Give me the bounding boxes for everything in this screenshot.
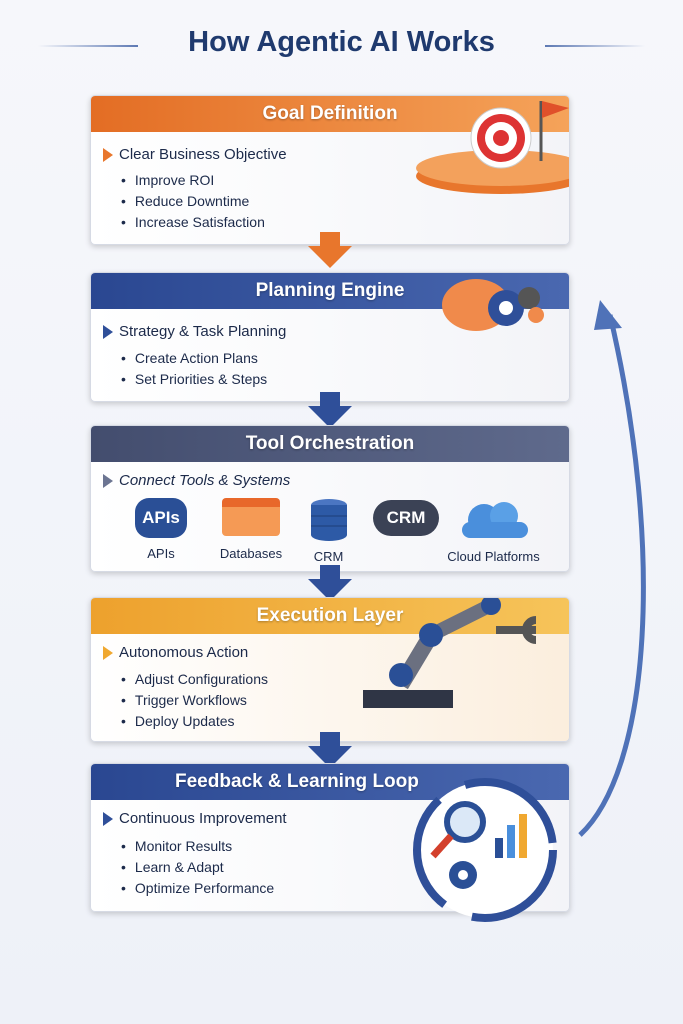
list-item: Learn & Adapt — [121, 857, 274, 878]
title-rule-left — [38, 45, 138, 47]
analytics-loop-icon — [413, 778, 557, 922]
stage-planning-engine: Planning Engine Strategy & Task Planning… — [90, 272, 570, 402]
database-icon — [310, 499, 347, 541]
tool-cloud-platforms: Cloud Platforms — [441, 498, 546, 564]
tool-crm: CRM — [301, 498, 356, 564]
tool-apis: APIs APIs — [131, 498, 191, 561]
stage-subtitle: Continuous Improvement — [103, 810, 287, 827]
subtitle-text: Clear Business Objective — [119, 146, 287, 163]
arrow-down-icon — [308, 732, 352, 768]
arrow-down-icon — [308, 565, 352, 601]
triangle-icon — [103, 645, 113, 660]
list-item: Set Priorities & Steps — [121, 369, 267, 390]
tool-label: Cloud Platforms — [447, 549, 540, 564]
brain-gears-icon — [442, 279, 544, 331]
feedback-return-arrow — [578, 300, 646, 837]
stage-tool-orchestration: Tool Orchestration Connect Tools & Syste… — [90, 425, 570, 572]
bullet-list: Monitor Results Learn & Adapt Optimize P… — [121, 836, 274, 899]
stage-subtitle: Strategy & Task Planning — [103, 323, 286, 340]
stage-goal-definition: Goal Definition Clear Business Objective… — [90, 95, 570, 245]
list-item: Reduce Downtime — [121, 191, 265, 212]
list-item: Increase Satisfaction — [121, 212, 265, 233]
tool-databases: Databases — [216, 498, 286, 561]
list-item: Improve ROI — [121, 170, 265, 191]
stage-execution-layer: Execution Layer Autonomous Action Adjust… — [90, 597, 570, 742]
triangle-icon — [103, 811, 113, 826]
stage-subtitle: Connect Tools & Systems — [103, 472, 290, 489]
list-item: Create Action Plans — [121, 348, 267, 369]
stage-subtitle: Clear Business Objective — [103, 146, 287, 163]
stage-subtitle: Autonomous Action — [103, 644, 248, 661]
list-item: Optimize Performance — [121, 878, 274, 899]
robotic-arm-icon — [363, 598, 537, 708]
tool-label: APIs — [147, 546, 175, 561]
subtitle-text: Autonomous Action — [119, 644, 249, 661]
arrow-down-icon — [308, 232, 352, 268]
subtitle-text: Connect Tools & Systems — [119, 472, 291, 489]
tool-label: Databases — [219, 546, 283, 561]
list-item: Adjust Configurations — [121, 669, 268, 690]
bullet-list: Create Action Plans Set Priorities & Ste… — [121, 348, 267, 390]
page-title: How Agentic AI Works — [188, 26, 495, 58]
cloud-icon — [461, 502, 528, 538]
subtitle-text: Continuous Improvement — [119, 810, 287, 827]
tool-list: APIs APIs Databases CRM CRM Cloud Platfo… — [91, 498, 569, 568]
browser-window-icon — [222, 498, 280, 536]
stage-title: Tool Orchestration — [91, 426, 569, 462]
triangle-icon — [103, 473, 113, 488]
tool-label: CRM — [313, 549, 344, 564]
triangle-icon — [103, 324, 113, 339]
target-icon — [416, 101, 569, 194]
subtitle-text: Strategy & Task Planning — [119, 323, 287, 340]
crm-cloud: CRM — [371, 498, 441, 536]
triangle-icon — [103, 147, 113, 162]
list-item: Deploy Updates — [121, 711, 268, 732]
api-gear-icon: APIs — [135, 498, 187, 538]
bullet-list: Adjust Configurations Trigger Workflows … — [121, 669, 268, 732]
list-item: Trigger Workflows — [121, 690, 268, 711]
bullet-list: Improve ROI Reduce Downtime Increase Sat… — [121, 170, 265, 233]
arrow-down-icon — [308, 392, 352, 428]
crm-cloud-icon: CRM — [373, 500, 439, 536]
list-item: Monitor Results — [121, 836, 274, 857]
